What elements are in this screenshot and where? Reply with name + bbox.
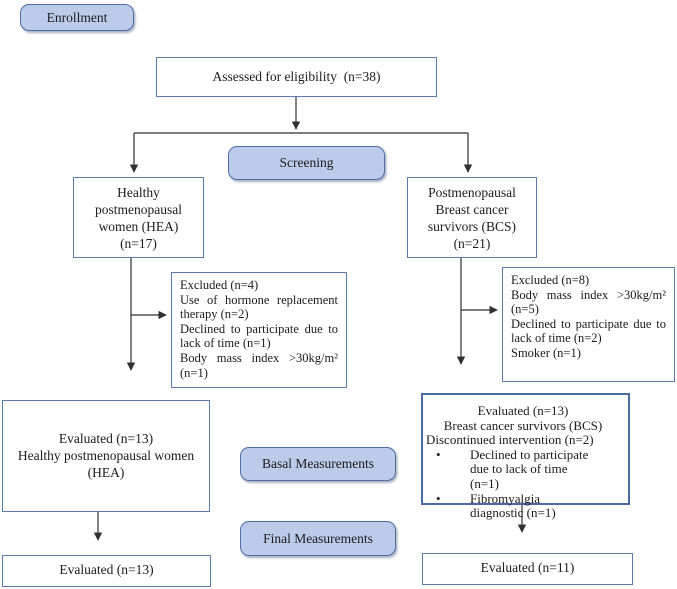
bcs-excluded-title: Excluded (n=8) <box>511 273 590 287</box>
hea-group-text: Healthy postmenopausal women (HEA) (n=17… <box>95 184 182 251</box>
bcs-evaluated-bullet-text: Fibromyalgia diagnostic (n=1) <box>470 490 556 521</box>
hea-excluded-item: Use of hormone replacement therapy (n=2) <box>180 292 338 322</box>
bcs-excluded-item: Body mass index >30kg/m² (n=5) <box>511 287 666 317</box>
bcs-evaluated-box: Evaluated (n=13) Breast cancer survivors… <box>421 393 630 520</box>
bcs-final-text: Evaluated (n=11) <box>480 560 575 575</box>
screening-stage-text: Screening <box>279 155 334 170</box>
hea-excluded-box: Excluded (n=4) Use of hormone replacemen… <box>171 272 347 388</box>
hea-excluded-item: Declined to participate due to lack of t… <box>180 321 338 351</box>
hea-final-box: Evaluated (n=13) <box>2 555 211 587</box>
bcs-excluded-item: Smoker (n=1) <box>511 345 581 360</box>
bullet-icon: • <box>436 490 441 506</box>
hea-evaluated-box: Evaluated (n=13) Healthy postmenopausal … <box>2 400 210 512</box>
hea-evaluated-line: (HEA) <box>87 465 125 480</box>
bcs-excluded-box: Excluded (n=8) Body mass index >30kg/m² … <box>502 267 675 382</box>
bcs-evaluated-line: Evaluated (n=13) <box>477 403 569 418</box>
enrollment-stage-label: Enrollment <box>20 4 134 31</box>
final-measurements-stage-text: Final Measurements <box>263 530 373 546</box>
bcs-evaluated-line: Discontinued intervention (n=2) <box>426 432 594 448</box>
bcs-group-box: Postmenopausal Breast cancer survivors (… <box>407 177 537 258</box>
hea-evaluated-line: Evaluated (n=13) <box>58 431 154 446</box>
bcs-evaluated-bullet-text: Declined to participate due to lack of t… <box>470 446 589 491</box>
bullet-icon: • <box>436 446 441 462</box>
hea-group-box: Healthy postmenopausal women (HEA) (n=17… <box>73 177 204 258</box>
bcs-evaluated-bullet-item: • Declined to participate due to lack of… <box>426 446 620 492</box>
assessed-eligibility-text: Assessed for eligibility (n=38) <box>212 69 381 84</box>
hea-final-text: Evaluated (n=13) <box>59 562 154 577</box>
bcs-evaluated-bullet-item: • Fibromyalgia diagnostic (n=1) <box>426 490 620 521</box>
basal-measurements-stage-label: Basal Measurements <box>240 447 396 481</box>
final-measurements-stage-label: Final Measurements <box>240 521 396 556</box>
bcs-evaluated-line: Breast cancer survivors (BCS) <box>443 417 603 433</box>
hea-evaluated-line: Healthy postmenopausal women <box>17 448 195 463</box>
basal-measurements-stage-text: Basal Measurements <box>261 456 375 471</box>
bcs-group-text: Postmenopausal Breast cancer survivors (… <box>427 184 517 251</box>
assessed-eligibility-box: Assessed for eligibility (n=38) <box>156 57 437 97</box>
bcs-excluded-item: Declined to participate due to lack of t… <box>511 316 666 346</box>
bcs-final-box: Evaluated (n=11) <box>422 553 633 585</box>
screening-stage-label: Screening <box>228 146 385 180</box>
enrollment-stage-text: Enrollment <box>46 9 108 25</box>
hea-excluded-title: Excluded (n=4) <box>180 278 259 292</box>
hea-excluded-item: Body mass index >30kg/m² (n=1) <box>180 350 338 380</box>
